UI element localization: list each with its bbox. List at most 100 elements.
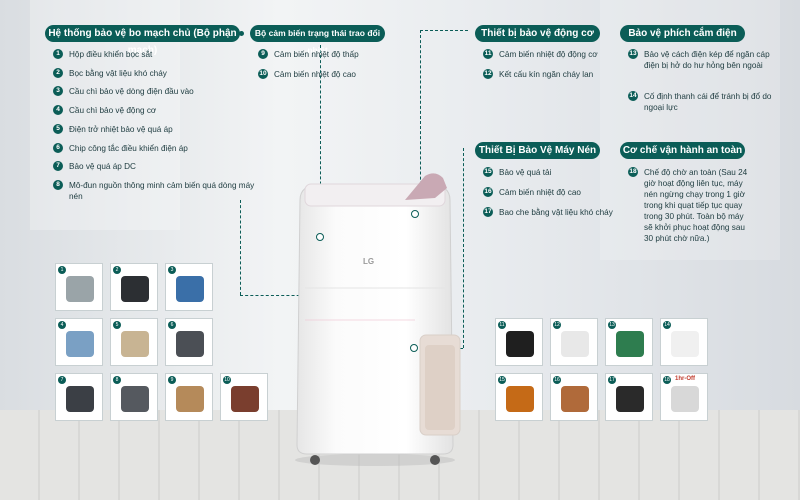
connector-line (240, 295, 310, 296)
component-graphic (66, 331, 94, 357)
component-thumbnail[interactable]: 5 (110, 318, 158, 366)
component-graphic (671, 386, 699, 412)
feature-item-text: Cảm biến nhiệt độ thấp (274, 50, 359, 59)
component-thumbnail[interactable]: 13 (605, 318, 653, 366)
section-title-text: Bộ cảm biến trạng thái trao đổi nhiệt (254, 28, 381, 55)
feature-item-text: Điện trở nhiệt bảo vệ quá áp (69, 124, 173, 134)
handle (405, 173, 447, 200)
component-thumbnail[interactable]: 15 (495, 373, 543, 421)
item-number-badge: 7 (53, 161, 63, 172)
component-thumbnail[interactable]: 7 (55, 373, 103, 421)
feature-item-text: Bao che bằng vật liệu khó cháy (499, 208, 613, 217)
thumbnail-number: 7 (58, 376, 66, 384)
feature-item-text: Bảo vệ quá áp DC (69, 162, 136, 172)
component-graphic (66, 386, 94, 412)
thumbnail-number: 13 (608, 321, 616, 329)
section-title-text: Thiết Bị Bảo Vệ Máy Nén (478, 145, 597, 156)
component-thumbnail[interactable]: 3 (165, 263, 213, 311)
connector-line (420, 30, 421, 215)
section-title-motor: Thiết bị bảo vệ động cơ (475, 25, 600, 42)
item-number-badge: 1 (53, 49, 63, 59)
hotspot-marker[interactable] (410, 344, 418, 352)
component-thumbnail[interactable]: 17 (605, 373, 653, 421)
item-number-badge: 12 (483, 69, 493, 79)
brand-logo: LG (363, 257, 375, 266)
feature-item-text: Chế độ chờ an toàn (Sau 24 giờ hoạt động… (644, 168, 748, 243)
component-thumbnail[interactable]: 9 (165, 373, 213, 421)
thumbnail-label: 1hr-Off (675, 376, 695, 382)
component-thumbnail[interactable]: 10 (220, 373, 268, 421)
item-number-badge: 13 (628, 49, 638, 59)
feature-item-text: Mô-đun nguồn thông minh cảm biến quá dòn… (69, 180, 255, 201)
dehumidifier-device (295, 173, 461, 466)
thumbnail-number: 11 (498, 321, 506, 329)
item-number-badge: 10 (258, 69, 268, 79)
thumbnail-number: 17 (608, 376, 616, 384)
thumbnail-number: 4 (58, 321, 66, 329)
feature-item-text: Chip công tắc điều khiển điện áp (69, 143, 188, 153)
component-graphic (671, 331, 699, 357)
thumbnail-number: 8 (113, 376, 121, 384)
component-graphic (561, 386, 589, 412)
item-number-badge: 18 (628, 167, 638, 177)
component-graphic (176, 386, 204, 412)
item-number-badge: 5 (53, 123, 63, 134)
feature-item-text: Cảm biến nhiệt độ cao (274, 70, 356, 79)
item-number-badge: 17 (483, 207, 493, 217)
thumbnail-number: 5 (113, 321, 121, 329)
section-title-text: Bảo vệ phích cắm điện (628, 28, 737, 39)
item-number-badge: 9 (258, 49, 268, 59)
component-graphic (616, 331, 644, 357)
feature-item-text: Cố định thanh cái để tránh bị đổ do ngoạ… (644, 92, 772, 112)
section-title-board: Hệ thống bảo vệ bo mạch chủ (Bộ phận mạc… (45, 25, 244, 56)
thumbnail-number: 16 (553, 376, 561, 384)
component-graphic (561, 331, 589, 357)
item-number-badge: 16 (483, 187, 493, 197)
component-thumbnail[interactable]: 6 (165, 318, 213, 366)
component-graphic (176, 331, 204, 357)
section-title-text: Cơ chế vận hành an toàn (622, 145, 743, 156)
connector-line (240, 200, 241, 295)
feature-item-text: Cầu chì bảo vệ động cơ (69, 106, 157, 116)
component-thumbnail[interactable]: 2 (110, 263, 158, 311)
feature-item-text: Cầu chì bảo vệ dòng điện đầu vào (69, 87, 194, 97)
thumbnail-number: 6 (168, 321, 176, 329)
component-thumbnail[interactable]: 11 (495, 318, 543, 366)
feature-item-text: Hộp điều khiển bọc sắt (69, 50, 153, 59)
component-thumbnail[interactable]: 12 (550, 318, 598, 366)
item-number-badge: 11 (483, 49, 493, 59)
section-title-plug: Bảo vệ phích cắm điện (620, 25, 745, 42)
item-number-badge: 3 (53, 86, 63, 97)
component-graphic (121, 276, 149, 302)
thumbnail-number: 10 (223, 376, 231, 384)
component-graphic (506, 331, 534, 357)
component-graphic (506, 386, 534, 412)
section-title-compressor: Thiết Bị Bảo Vệ Máy Nén (475, 142, 600, 159)
component-thumbnail[interactable]: 16 (550, 373, 598, 421)
hotspot-marker[interactable] (411, 210, 419, 218)
feature-item-text: Bảo vệ cách điện kép để ngăn cáp điện bị… (644, 50, 770, 70)
feature-item-text: Kết cấu kín ngăn cháy lan (499, 70, 594, 79)
component-thumbnail[interactable]: 18 1hr-Off (660, 373, 708, 421)
hotspot-marker[interactable] (316, 233, 324, 241)
thumbnail-number: 1 (58, 266, 66, 274)
component-thumbnail[interactable]: 8 (110, 373, 158, 421)
section-title-text: Thiết bị bảo vệ động cơ (481, 28, 594, 39)
feature-item-text: Cảm biến nhiệt độ động cơ (499, 50, 598, 59)
feature-item-text: Bọc bằng vật liệu khó cháy (69, 68, 167, 78)
component-thumbnail[interactable]: 14 (660, 318, 708, 366)
thumbnail-number: 14 (663, 321, 671, 329)
connector-line (420, 30, 468, 31)
connector-line (463, 148, 464, 348)
component-graphic (616, 386, 644, 412)
thumbnail-number: 18 (663, 376, 671, 384)
section-title-text: Hệ thống bảo vệ bo mạch chủ (Bộ phận mạc… (48, 28, 237, 56)
item-number-badge: 6 (53, 142, 63, 153)
component-thumbnail[interactable]: 1 (55, 263, 103, 311)
item-number-badge: 2 (53, 67, 63, 78)
component-thumbnail[interactable]: 4 (55, 318, 103, 366)
component-graphic (121, 331, 149, 357)
component-graphic (231, 386, 259, 412)
section-title-safety: Cơ chế vận hành an toàn (620, 142, 745, 159)
component-graphic (121, 386, 149, 412)
